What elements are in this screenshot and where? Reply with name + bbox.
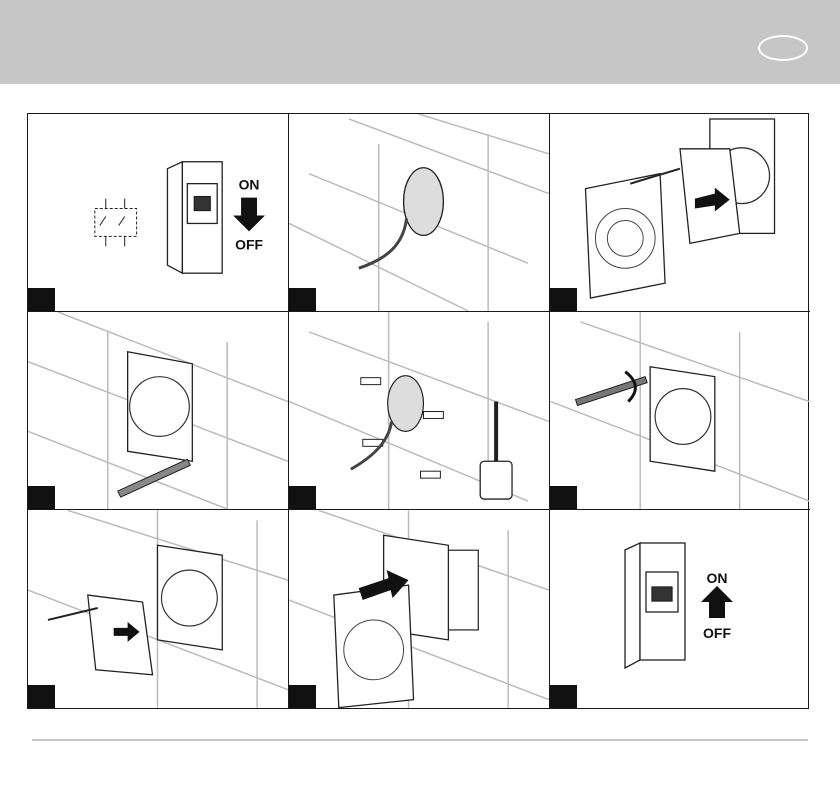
step-marker bbox=[289, 486, 316, 509]
language-badge bbox=[758, 35, 808, 61]
off-label: OFF bbox=[703, 625, 731, 641]
on-label: ON bbox=[239, 177, 260, 193]
step-panel-7 bbox=[28, 510, 289, 708]
step-panel-4 bbox=[28, 312, 289, 510]
step-panel-5 bbox=[289, 312, 550, 510]
step-marker bbox=[28, 288, 55, 311]
page-header bbox=[0, 0, 840, 84]
power-on-switch-illustration: ON OFF bbox=[550, 510, 810, 708]
step-marker bbox=[289, 288, 316, 311]
power-off-switch-illustration: ON OFF bbox=[28, 114, 288, 311]
mark-wall-position-illustration bbox=[28, 312, 288, 509]
step-panel-1: ON OFF bbox=[28, 114, 289, 312]
step-panel-8 bbox=[289, 510, 550, 708]
step-marker bbox=[28, 685, 55, 708]
off-label: OFF bbox=[235, 236, 263, 252]
step-marker bbox=[28, 486, 55, 509]
on-label: ON bbox=[707, 570, 728, 586]
instruction-grid: ON OFF bbox=[27, 113, 809, 709]
wall-hole-with-cable-illustration bbox=[289, 114, 549, 311]
step-marker bbox=[550, 486, 577, 509]
drill-and-plugs-illustration bbox=[289, 312, 549, 509]
step-panel-3 bbox=[550, 114, 810, 312]
attach-inner-cover-illustration bbox=[28, 510, 288, 708]
step-panel-9: ON OFF bbox=[550, 510, 810, 708]
step-marker bbox=[289, 685, 316, 708]
footer-divider bbox=[32, 739, 808, 741]
screw-base-to-wall-illustration bbox=[550, 312, 810, 509]
step-panel-6 bbox=[550, 312, 810, 510]
step-marker bbox=[550, 685, 577, 708]
unscrew-front-cover-illustration bbox=[550, 114, 810, 311]
step-panel-2 bbox=[289, 114, 550, 312]
step-marker bbox=[550, 288, 577, 311]
mount-front-panel-illustration bbox=[289, 510, 549, 708]
